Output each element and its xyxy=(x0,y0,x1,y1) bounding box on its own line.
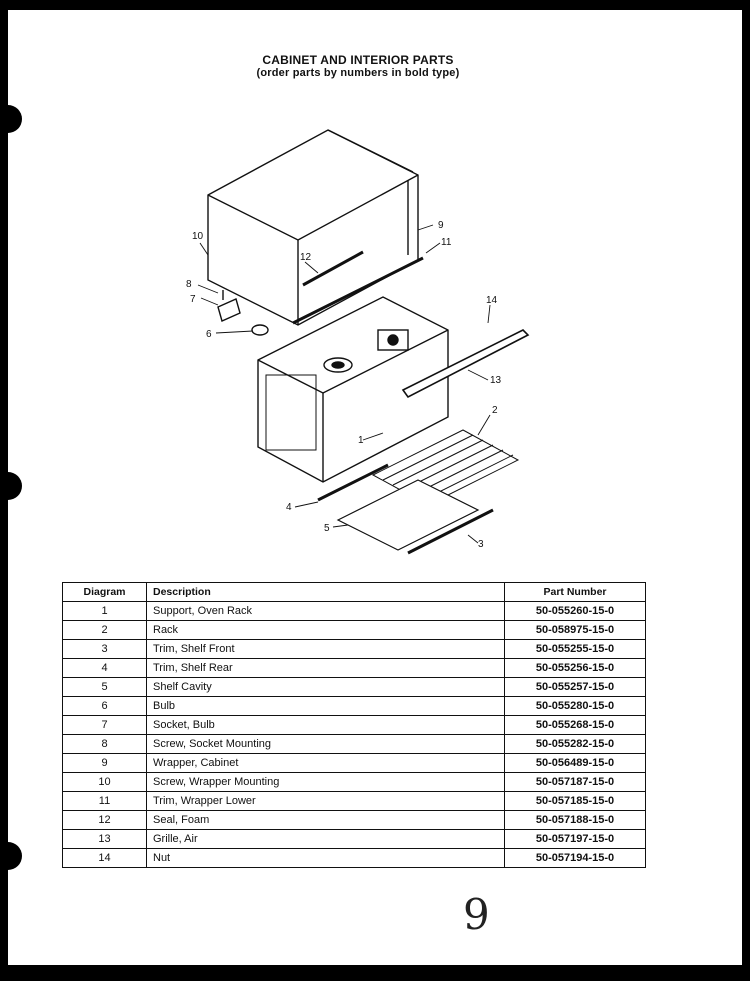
cell-part-number: 50-055260-15-0 xyxy=(504,601,646,621)
cell-diagram: 4 xyxy=(62,658,147,678)
cell-diagram: 11 xyxy=(62,791,147,811)
cell-description: Seal, Foam xyxy=(146,810,505,830)
handwritten-page-number: 9 xyxy=(463,890,490,939)
callout-3: 3 xyxy=(478,539,484,550)
cell-description: Screw, Socket Mounting xyxy=(146,734,505,754)
cell-part-number: 50-058975-15-0 xyxy=(504,620,646,640)
page-subtitle: (order parts by numbers in bold type) xyxy=(256,67,460,79)
binder-hole-top xyxy=(0,105,22,133)
callout-7: 7 xyxy=(190,294,196,305)
shelf-front-trim-drawing xyxy=(407,508,494,555)
cell-description: Trim, Wrapper Lower xyxy=(146,791,505,811)
callout-14: 14 xyxy=(486,295,498,306)
cell-diagram: 3 xyxy=(62,639,147,659)
cell-diagram: 12 xyxy=(62,810,147,830)
shelf-rear-trim-drawing xyxy=(317,463,389,502)
cell-description: Shelf Cavity xyxy=(146,677,505,697)
column-header-description: Description xyxy=(146,582,505,602)
cell-diagram: 6 xyxy=(62,696,147,716)
cell-part-number: 50-055257-15-0 xyxy=(504,677,646,697)
callout-12: 12 xyxy=(300,252,312,263)
callout-6: 6 xyxy=(206,329,212,340)
callout-13: 13 xyxy=(490,375,502,386)
cell-part-number: 50-057185-15-0 xyxy=(504,791,646,811)
cell-diagram: 8 xyxy=(62,734,147,754)
cell-description: Trim, Shelf Front xyxy=(146,639,505,659)
callout-11: 11 xyxy=(441,237,452,248)
cell-part-number: 50-055256-15-0 xyxy=(504,658,646,678)
cell-part-number: 50-055280-15-0 xyxy=(504,696,646,716)
cell-part-number: 50-055282-15-0 xyxy=(504,734,646,754)
callout-9: 9 xyxy=(438,220,444,231)
cell-description: Rack xyxy=(146,620,505,640)
callout-5: 5 xyxy=(324,523,330,534)
cell-description: Trim, Shelf Rear xyxy=(146,658,505,678)
column-header-diagram: Diagram xyxy=(62,582,147,602)
cell-description: Support, Oven Rack xyxy=(146,601,505,621)
column-header-part-number: Part Number xyxy=(504,582,646,602)
callout-8: 8 xyxy=(186,279,192,290)
cell-part-number: 50-055268-15-0 xyxy=(504,715,646,735)
binder-hole-middle xyxy=(0,472,22,500)
cell-description: Grille, Air xyxy=(146,829,505,849)
bulb-socket-drawing xyxy=(217,290,269,336)
table-header-row: Diagram Description Part Number xyxy=(62,582,646,602)
cabinet-wrapper-drawing xyxy=(207,129,424,326)
cell-description: Nut xyxy=(146,848,505,868)
cell-diagram: 14 xyxy=(62,848,147,868)
shelf-cavity-drawing xyxy=(336,479,480,551)
cell-part-number: 50-057188-15-0 xyxy=(504,810,646,830)
cell-diagram: 13 xyxy=(62,829,147,849)
callout-10: 10 xyxy=(192,231,204,242)
cell-diagram: 10 xyxy=(62,772,147,792)
document-page: CABINET AND INTERIOR PARTS (order parts … xyxy=(8,10,742,965)
cell-diagram: 7 xyxy=(62,715,147,735)
cell-part-number: 50-056489-15-0 xyxy=(504,753,646,773)
cell-description: Screw, Wrapper Mounting xyxy=(146,772,505,792)
binder-hole-bottom xyxy=(0,842,22,870)
cell-part-number: 50-057194-15-0 xyxy=(504,848,646,868)
air-grille-drawing xyxy=(401,329,530,399)
exploded-parts-diagram: 10 9 11 12 8 7 6 14 13 2 1 4 5 3 xyxy=(186,129,530,555)
cell-diagram: 1 xyxy=(62,601,147,621)
cell-description: Wrapper, Cabinet xyxy=(146,753,505,773)
callout-1: 1 xyxy=(358,435,364,446)
callout-4: 4 xyxy=(286,502,292,513)
cell-diagram: 2 xyxy=(62,620,147,640)
cell-description: Socket, Bulb xyxy=(146,715,505,735)
cell-diagram: 5 xyxy=(62,677,147,697)
cell-description: Bulb xyxy=(146,696,505,716)
scan-bottom-edge xyxy=(0,965,750,981)
cell-diagram: 9 xyxy=(62,753,147,773)
interior-cavity-drawing xyxy=(257,296,449,483)
cell-part-number: 50-055255-15-0 xyxy=(504,639,646,659)
cell-part-number: 50-057187-15-0 xyxy=(504,772,646,792)
cell-part-number: 50-057197-15-0 xyxy=(504,829,646,849)
callout-2: 2 xyxy=(492,405,498,416)
page-title: CABINET AND INTERIOR PARTS xyxy=(262,53,454,67)
